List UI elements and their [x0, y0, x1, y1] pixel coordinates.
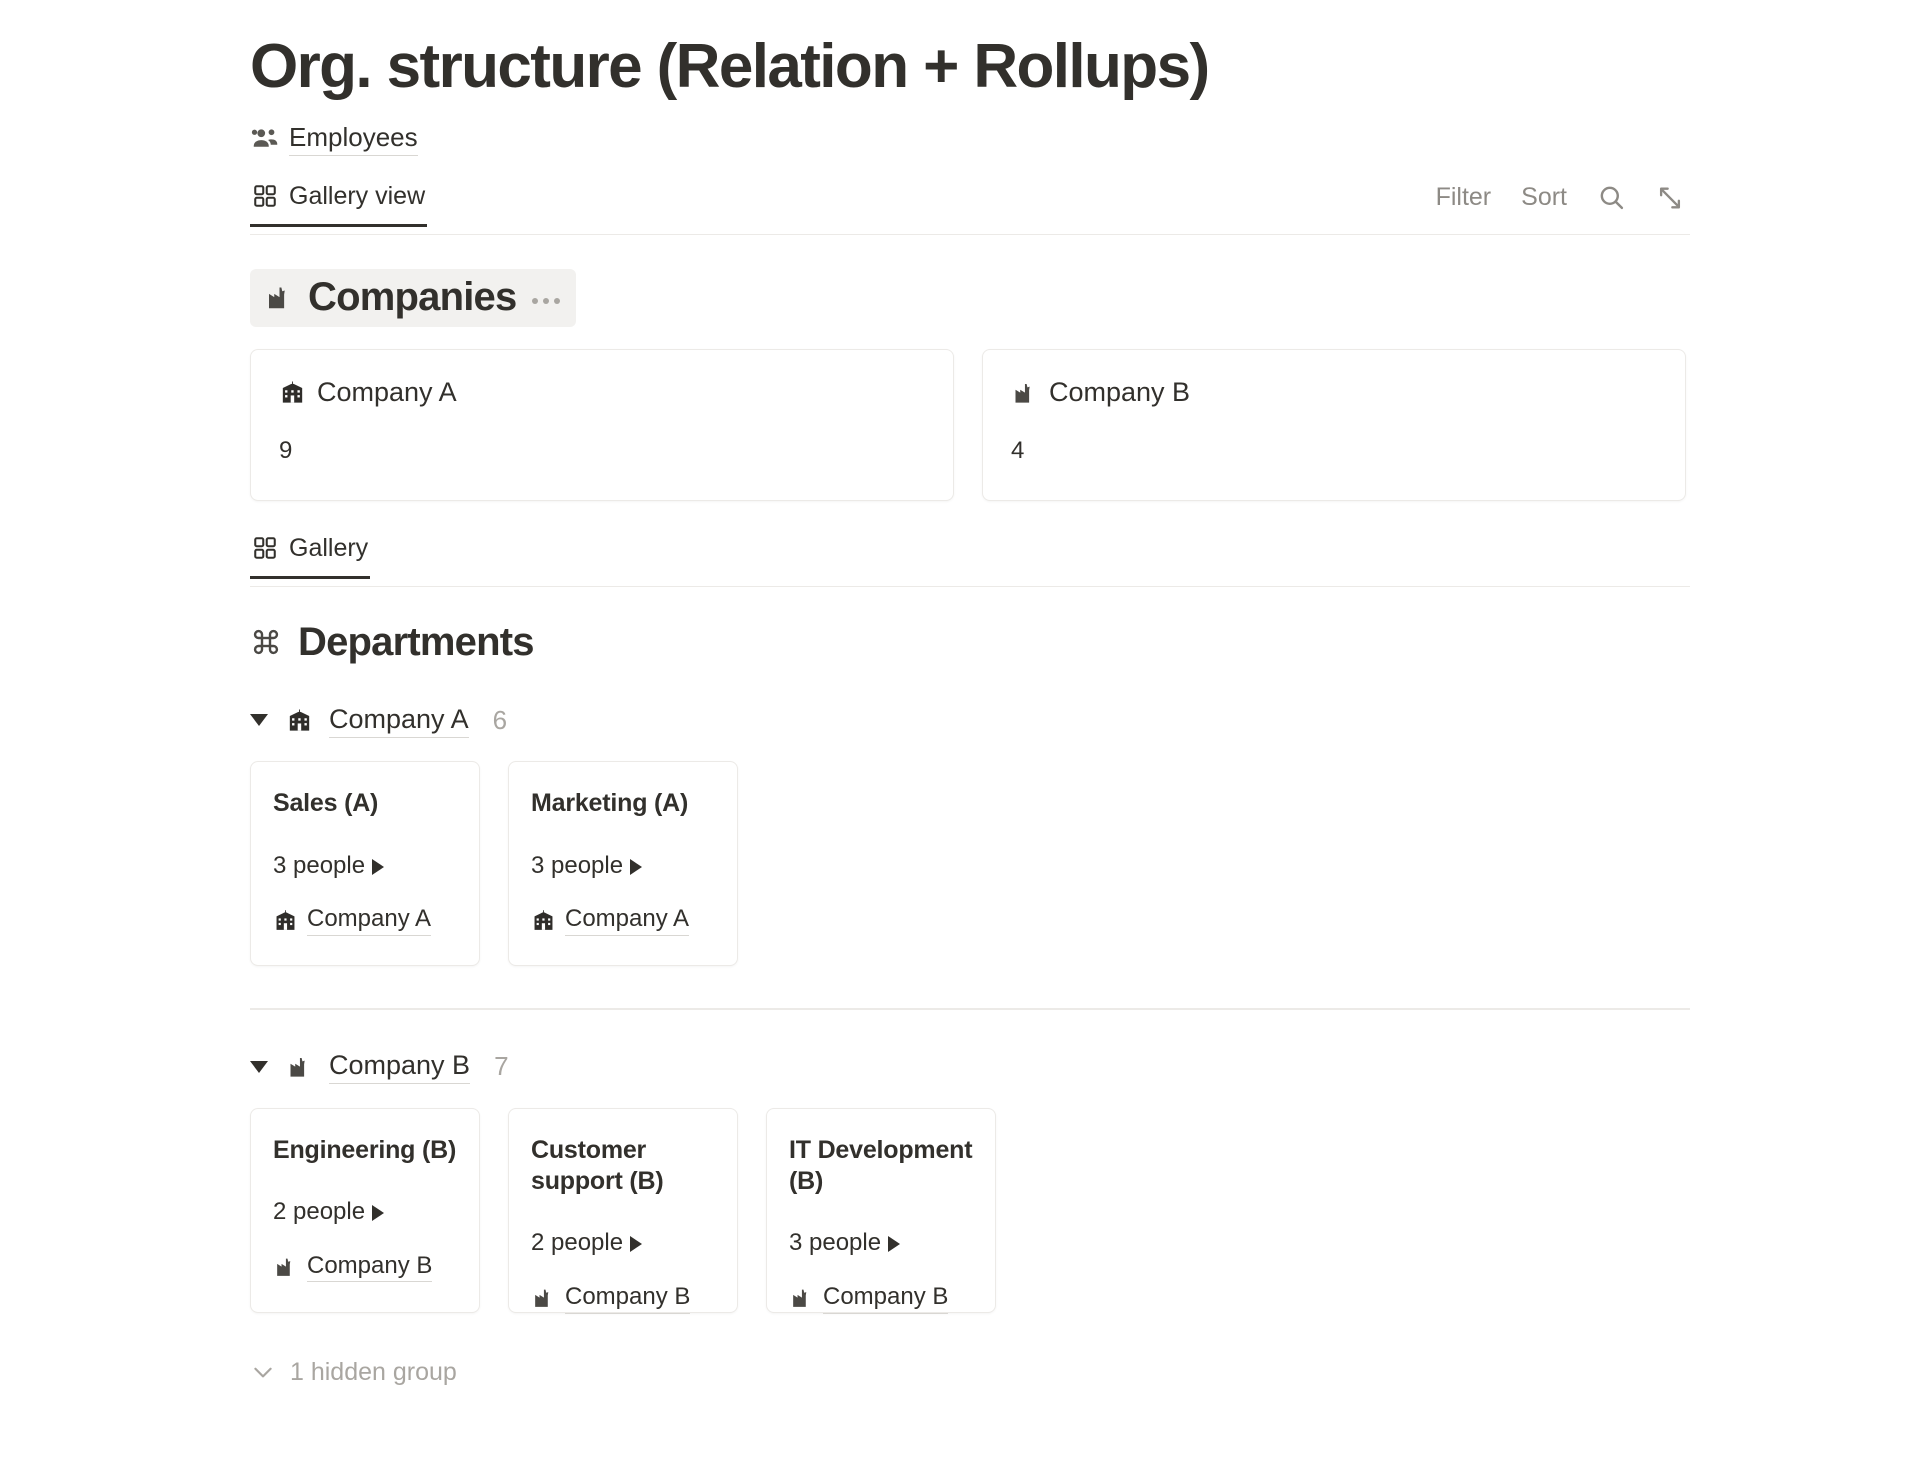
department-rollup[interactable]: 2 people — [273, 1198, 457, 1227]
expand-triangle-icon[interactable] — [888, 1236, 901, 1253]
company-card-title: Company B — [1049, 377, 1191, 408]
factory-icon — [789, 1285, 814, 1310]
department-rollup[interactable]: 3 people — [531, 852, 715, 881]
department-card[interactable]: Marketing (A) 3 people — [508, 761, 738, 967]
people-group-icon — [250, 123, 280, 153]
department-card[interactable]: Engineering (B) 2 people Company B — [250, 1107, 480, 1313]
group-label[interactable]: Company A — [329, 703, 469, 738]
factory-icon — [264, 282, 294, 312]
page-content: Org. structure (Relation + Rollups) Empl… — [250, 0, 1690, 1387]
school-building-icon — [286, 707, 313, 734]
department-rollup[interactable]: 3 people — [789, 1229, 973, 1258]
tab-gallery-label: Gallery — [289, 533, 369, 562]
department-rollup-label: 3 people — [273, 851, 366, 879]
command-loop-icon — [250, 626, 282, 658]
expand-triangle-icon[interactable] — [372, 858, 385, 875]
school-building-icon — [279, 379, 306, 406]
gallery-tab-bar: Gallery — [250, 531, 1690, 588]
collapse-triangle-icon[interactable] — [250, 1060, 268, 1073]
gallery-grid-icon — [252, 535, 278, 561]
hidden-group-toggle[interactable]: 1 hidden group — [250, 1357, 1690, 1387]
department-rollup[interactable]: 2 people — [531, 1229, 715, 1258]
department-relation-label[interactable]: Company B — [307, 1251, 433, 1283]
department-rollup-label: 2 people — [531, 1229, 624, 1257]
tab-gallery[interactable]: Gallery — [250, 531, 382, 579]
department-card-title: Sales (A) — [273, 789, 379, 818]
source-database-label[interactable]: Employees — [289, 121, 418, 156]
factory-icon — [273, 1254, 298, 1279]
section-header-companies[interactable]: Companies — [250, 269, 577, 328]
company-card-title: Company A — [317, 377, 457, 408]
department-card[interactable]: Sales (A) 3 people — [250, 761, 480, 967]
department-rollup[interactable]: 3 people — [273, 852, 457, 881]
company-card-header: Company B — [1011, 376, 1657, 408]
department-card-title: Engineering (B) — [273, 1135, 457, 1164]
department-relation-label[interactable]: Company A — [307, 904, 432, 936]
group-label[interactable]: Company B — [329, 1049, 471, 1085]
department-relation-label[interactable]: Company B — [823, 1282, 949, 1314]
company-card[interactable]: Company A 9 — [250, 349, 954, 502]
department-relation-label[interactable]: Company A — [565, 904, 690, 936]
gallery-grid-icon — [252, 183, 278, 209]
department-card-title: Marketing (A) — [531, 789, 689, 818]
department-rollup-label: 3 people — [531, 851, 624, 879]
expand-triangle-icon[interactable] — [630, 1236, 643, 1253]
factory-icon — [1011, 379, 1038, 406]
group-header-company-b[interactable]: Company B 7 — [250, 1048, 1690, 1086]
department-card-title: IT Development (B) — [789, 1135, 973, 1196]
company-card-value: 4 — [1011, 436, 1025, 464]
view-toolbar-actions: Filter Sort — [1436, 179, 1690, 212]
department-relation[interactable]: Company A — [273, 904, 457, 936]
source-database-link[interactable]: Employees — [250, 121, 1690, 156]
factory-icon — [531, 1285, 556, 1310]
more-options-icon[interactable] — [530, 290, 561, 305]
filter-button[interactable]: Filter — [1435, 183, 1492, 212]
company-card[interactable]: Company B 4 — [982, 349, 1686, 502]
companies-card-row: Company A 9 Company B 4 — [250, 349, 1690, 502]
group-count: 7 — [494, 1051, 509, 1082]
collapse-triangle-icon[interactable] — [250, 714, 268, 727]
factory-icon — [286, 1053, 313, 1080]
department-rollup-label: 2 people — [273, 1198, 366, 1226]
department-card-title: Customer support (B) — [531, 1135, 664, 1196]
expand-diagonal-icon[interactable] — [1656, 184, 1684, 212]
company-card-value: 9 — [279, 436, 293, 464]
tab-gallery-view-label: Gallery view — [289, 181, 426, 210]
department-relation[interactable]: Company B — [789, 1282, 973, 1314]
view-toolbar: Gallery view Filter Sort — [250, 179, 1690, 236]
sort-button[interactable]: Sort — [1521, 183, 1567, 212]
department-relation[interactable]: Company B — [531, 1282, 715, 1314]
department-card-row-b: Engineering (B) 2 people Company B Custo… — [250, 1107, 1690, 1314]
department-card[interactable]: Customer support (B) 2 people Company B — [508, 1107, 738, 1314]
department-card-row-a: Sales (A) 3 people — [250, 761, 1690, 967]
group-count: 6 — [492, 704, 508, 735]
expand-triangle-icon[interactable] — [630, 858, 643, 875]
department-relation[interactable]: Company B — [273, 1251, 457, 1283]
department-rollup-label: 3 people — [789, 1229, 882, 1257]
hidden-group-label: 1 hidden group — [290, 1357, 457, 1386]
search-icon[interactable] — [1597, 183, 1626, 212]
department-card[interactable]: IT Development (B) 3 people Company B — [766, 1107, 996, 1314]
chevron-down-icon[interactable] — [250, 1359, 276, 1385]
department-relation-label[interactable]: Company B — [565, 1282, 691, 1314]
section-title-companies: Companies — [308, 275, 517, 320]
school-building-icon — [531, 908, 556, 933]
expand-triangle-icon[interactable] — [372, 1205, 385, 1222]
section-header-departments[interactable]: Departments — [250, 621, 1690, 663]
section-title-departments: Departments — [298, 620, 535, 665]
department-relation[interactable]: Company A — [531, 904, 715, 936]
group-header-company-a[interactable]: Company A 6 — [250, 701, 1690, 739]
school-building-icon — [273, 908, 298, 933]
group-divider — [250, 1008, 1690, 1010]
page-title: Org. structure (Relation + Rollups) — [250, 32, 1210, 101]
company-card-header: Company A — [279, 376, 925, 408]
tab-gallery-view[interactable]: Gallery view — [250, 179, 439, 227]
